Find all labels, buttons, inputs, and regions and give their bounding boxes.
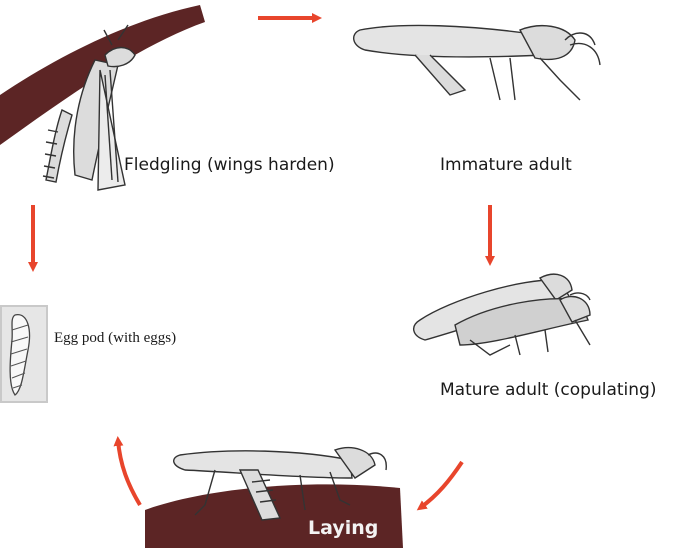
fledgling-label: Fledgling (wings harden) bbox=[124, 155, 335, 175]
egg-pod bbox=[0, 305, 48, 403]
egg-pod-label: Egg pod (with eggs) bbox=[54, 330, 176, 347]
immature-adult-label: Immature adult bbox=[440, 155, 572, 175]
mature-adult-insects bbox=[414, 274, 590, 355]
laying-label: Laying bbox=[308, 517, 378, 539]
arrow-to-egg-pod bbox=[118, 440, 140, 505]
arrow-to-laying bbox=[420, 462, 462, 508]
mature-adult-label: Mature adult (copulating) bbox=[440, 380, 656, 400]
immature-adult-insect bbox=[354, 25, 600, 100]
